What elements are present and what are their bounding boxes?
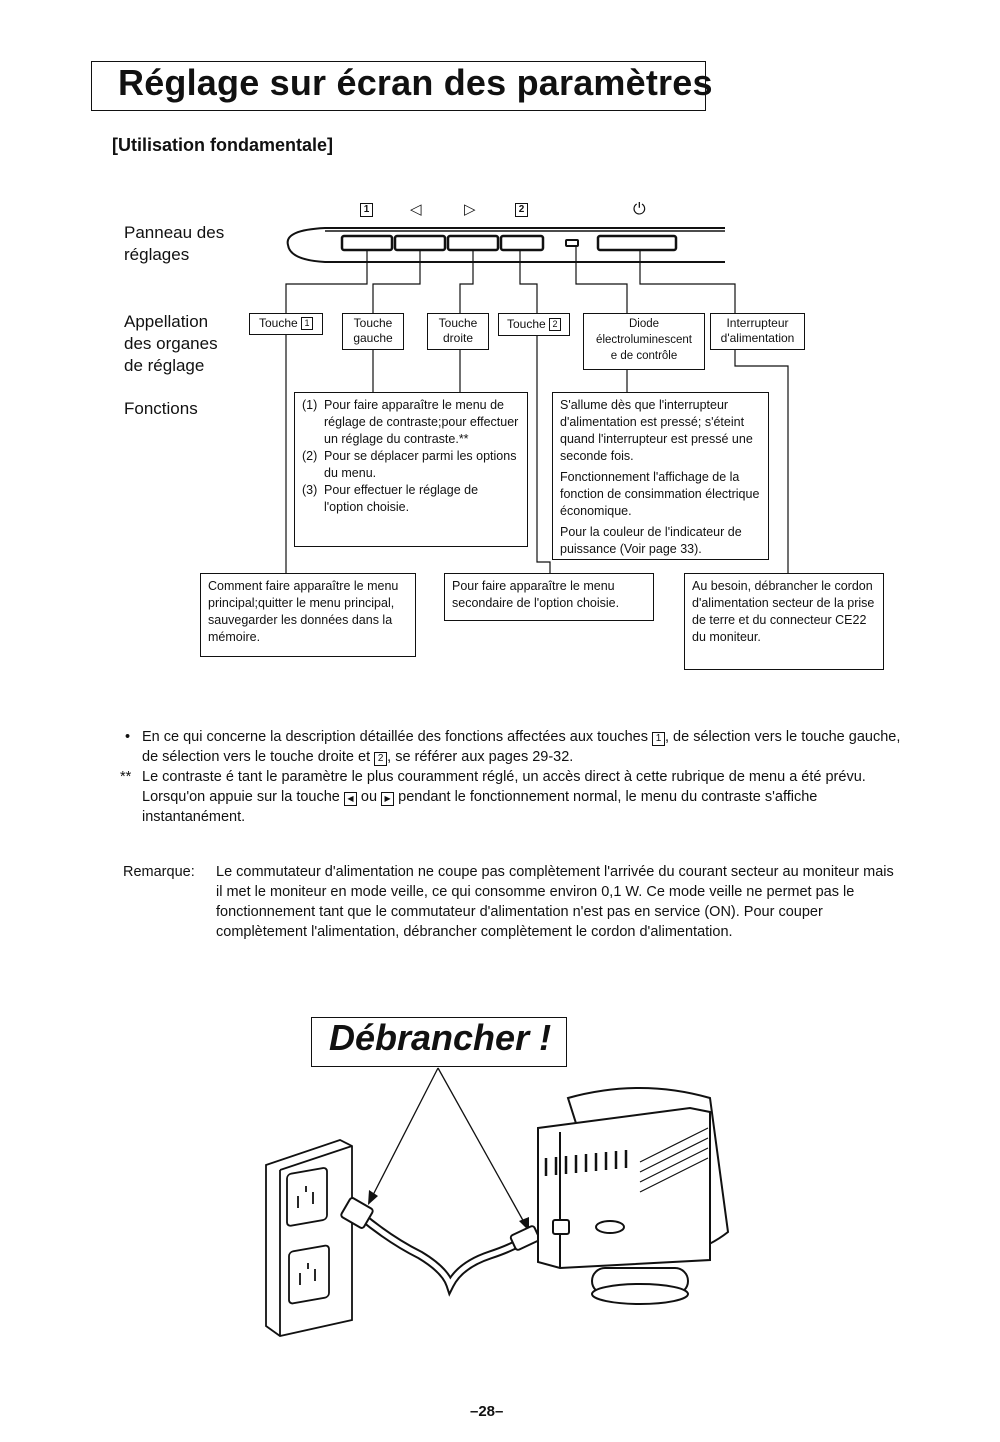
panel-label: Panneau des réglages [124, 223, 225, 264]
footnote-2: ** Le contraste é tant le paramètre le p… [120, 769, 866, 825]
left-key-icon: ◀ [343, 792, 357, 806]
arrow-line [437, 1067, 526, 1225]
key-2-icon: 2 [515, 203, 528, 217]
remark: Remarque: Le commutateur d'alimentation … [123, 862, 903, 942]
functions-label: Fonctions [124, 399, 198, 418]
control-touche-2-label: Touche [506, 317, 546, 331]
control-interrupteur: Interrupteur d'alimentation [710, 313, 805, 350]
function-item: (1)Pour faire apparaître le menu de régl… [302, 398, 519, 446]
panel-led [565, 239, 579, 247]
power-cable-icon [340, 1197, 541, 1297]
control-panel-diagram [285, 227, 789, 573]
remark-label: Remarque: [123, 864, 195, 880]
control-touche-droite: Touche droite [427, 313, 489, 350]
function-touche-2-box: Pour faire apparaître le menu secondaire… [444, 573, 654, 621]
left-arrow-icon: ◁ [410, 201, 422, 218]
section-subtitle: [Utilisation fondamentale] [112, 135, 334, 155]
control-touche-gauche: Touche gauche [342, 313, 404, 350]
function-led-box: S'allume dès que l'interrupteur d'alimen… [552, 392, 769, 560]
led-description: Fonctionnement l'affichage de la fonctio… [560, 470, 760, 518]
right-arrow-icon: ▷ [464, 201, 476, 218]
arrow-head [368, 1190, 378, 1205]
connector-lines [285, 246, 789, 573]
control-touche-1: Touche 1 [249, 313, 323, 335]
control-diode: Diode électroluminescent e de contrôle [583, 313, 705, 370]
control-touche-1-label: Touche [258, 316, 298, 330]
remark-text: Le commutateur d'alimentation ne coupe p… [216, 864, 894, 940]
power-icon: ⏻ [633, 199, 646, 218]
key-2-icon: 2 [374, 752, 388, 766]
right-key-icon: ▶ [381, 792, 395, 806]
controls-label: Appellation des organes de réglage [124, 312, 218, 375]
panel-outline [286, 227, 725, 263]
unplug-caption-frame [311, 1017, 567, 1067]
page-title: Réglage sur écran des paramètres [118, 62, 713, 103]
footnote-1: • En ce qui concerne la description déta… [125, 729, 901, 766]
function-touche-1-box: Comment faire apparaître le menu princip… [200, 573, 416, 657]
key-1-icon: 1 [360, 203, 373, 217]
wall-outlet-icon [265, 1139, 353, 1337]
title-frame [91, 61, 706, 111]
function-arrows-box: (1)Pour faire apparaître le menu de régl… [294, 392, 528, 547]
key-1-icon: 1 [301, 317, 314, 330]
key-1-icon: 1 [651, 732, 665, 746]
function-power-box: Au besoin, débrancher le cordon d'alimen… [684, 573, 884, 670]
footnotes: • En ce qui concerne la description déta… [120, 727, 910, 827]
monitor-icon [537, 1087, 730, 1305]
page-number: –28– [470, 1403, 504, 1420]
panel-button-2 [499, 234, 545, 252]
panel-power-button [596, 234, 678, 252]
control-touche-2: Touche 2 [498, 313, 570, 336]
led-description: S'allume dès que l'interrupteur d'alimen… [560, 398, 753, 463]
function-item: (3)Pour effectuer le réglage de l'option… [302, 483, 479, 514]
arrow-line [371, 1067, 439, 1198]
function-item: (2)Pour se déplacer parmi les options du… [302, 449, 517, 480]
unplug-caption: Débrancher ! [329, 1017, 552, 1058]
key-2-icon: 2 [549, 318, 562, 331]
led-description: Pour la couleur de l'indicateur de puiss… [560, 525, 742, 556]
